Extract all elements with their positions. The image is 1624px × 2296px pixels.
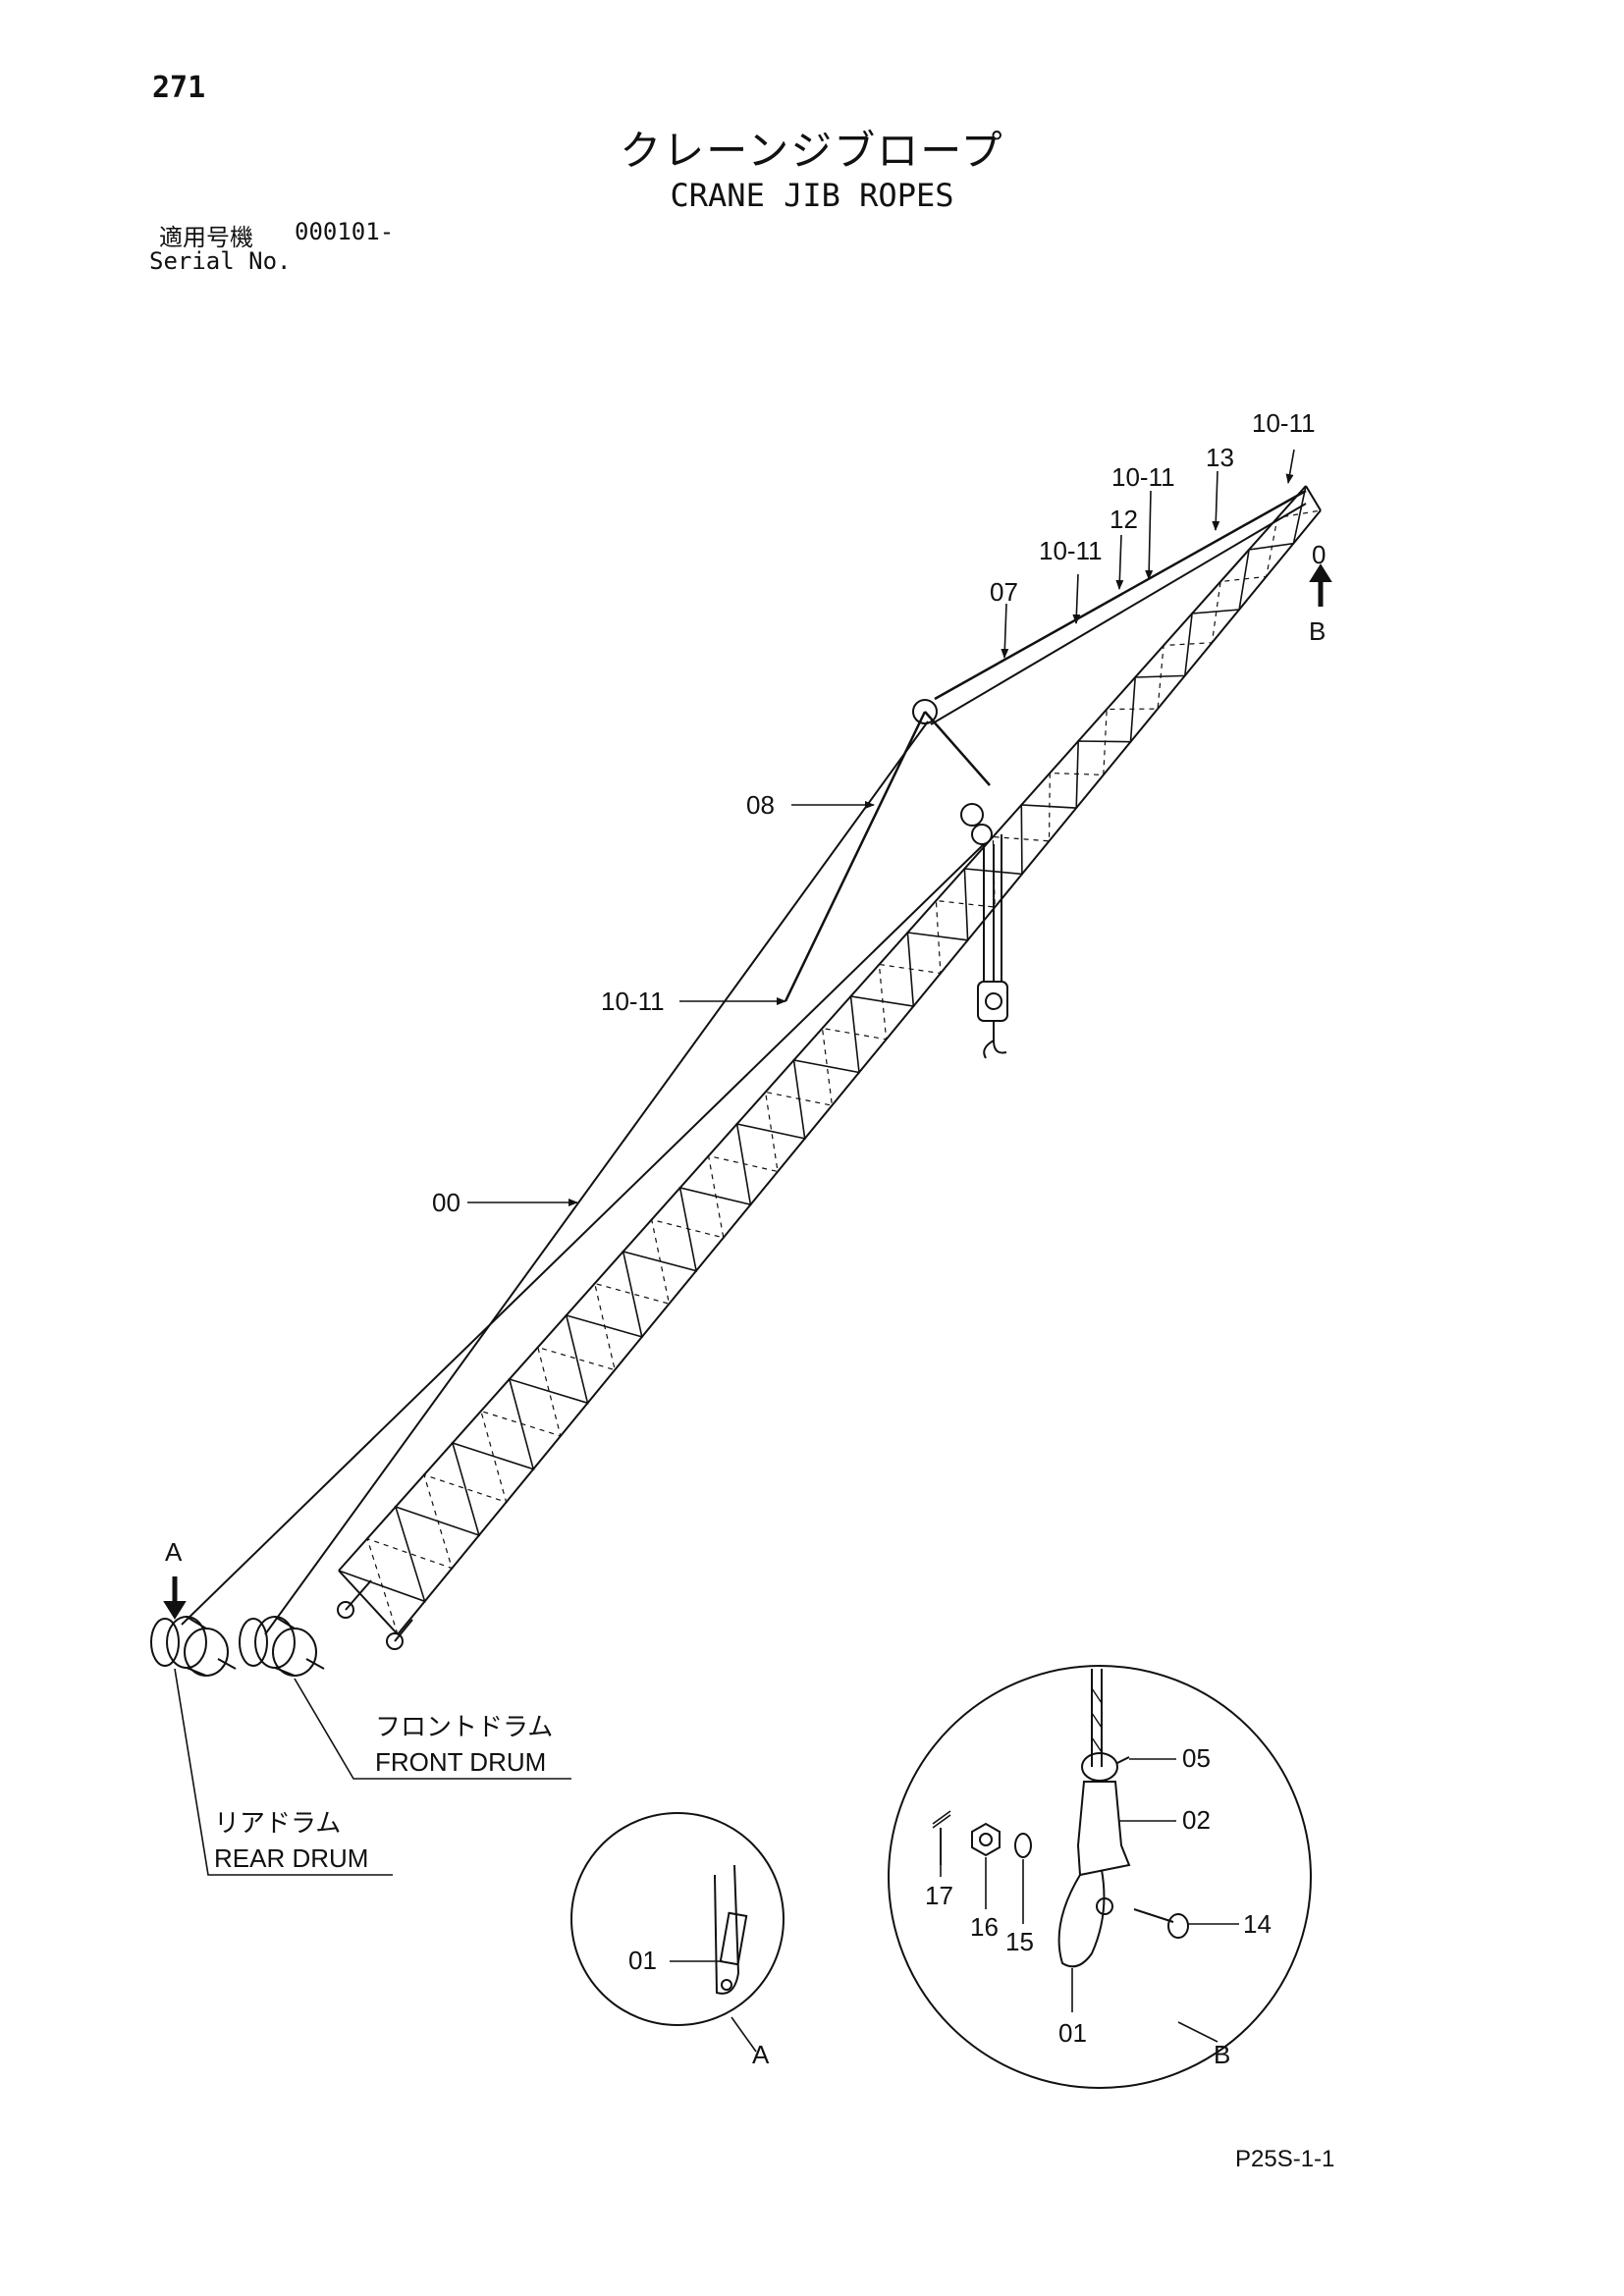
detail-b xyxy=(888,1665,1312,2089)
callout-leaders xyxy=(467,449,1295,1206)
front-drum-label-en: FRONT DRUM xyxy=(375,1747,546,1777)
detail-b-callout-15: 15 xyxy=(1005,1927,1034,1956)
title-english: CRANE JIB ROPES xyxy=(670,177,954,214)
detail-a xyxy=(570,1812,785,2053)
rear-drum-label-en: REAR DRUM xyxy=(214,1843,368,1873)
detail-b-callout-02: 02 xyxy=(1182,1805,1211,1835)
detail-b-callout-14: 14 xyxy=(1243,1909,1272,1939)
page-number: 271 xyxy=(152,71,206,105)
document-reference: P25S-1-1 xyxy=(1235,2146,1335,2172)
title-japanese: クレーンジブロープ xyxy=(620,127,1004,175)
view-a-arrow xyxy=(163,1576,187,1620)
callout-08: 08 xyxy=(746,790,775,820)
jib-mast xyxy=(784,489,1307,1002)
detail-b-label: B xyxy=(1214,2040,1230,2069)
front-drum xyxy=(239,1616,325,1677)
detail-a-callout-01: 01 xyxy=(628,1946,657,1975)
callout-13: 13 xyxy=(1206,443,1234,472)
callout-00: 00 xyxy=(432,1188,460,1217)
detail-b-callout-05: 05 xyxy=(1182,1743,1211,1773)
callout-0: 0 xyxy=(1312,540,1326,569)
callout-10-11-third: 10-11 xyxy=(1039,536,1103,565)
hook-block xyxy=(977,834,1008,1059)
rear-drum-leader xyxy=(174,1668,393,1876)
serial-label-english: Serial No. xyxy=(149,247,292,275)
rope-00 xyxy=(181,721,985,1635)
serial-number-value: 000101- xyxy=(295,218,395,245)
callout-10-11-top: 10-11 xyxy=(1252,408,1316,438)
detail-b-callout-16: 16 xyxy=(970,1912,999,1942)
view-b-arrow xyxy=(1309,563,1332,607)
serial-label-japanese: 適用号機 xyxy=(159,224,253,251)
front-drum-leader xyxy=(294,1678,571,1780)
front-drum-label-ja: フロントドラム xyxy=(375,1713,553,1742)
rear-drum xyxy=(150,1616,237,1677)
rear-drum-label-ja: リアドラム xyxy=(214,1809,341,1839)
callout-07: 07 xyxy=(990,577,1018,607)
detail-b-callout-01: 01 xyxy=(1058,2018,1087,2048)
callout-10-11-second: 10-11 xyxy=(1111,462,1175,492)
callout-12: 12 xyxy=(1110,505,1138,534)
view-b-label: B xyxy=(1309,616,1326,646)
boom-lattice xyxy=(337,485,1322,1650)
detail-b-callout-17: 17 xyxy=(925,1881,953,1910)
detail-a-label: A xyxy=(752,2040,770,2069)
view-a-label: A xyxy=(165,1537,183,1567)
callout-10-11-mid: 10-11 xyxy=(601,987,665,1016)
